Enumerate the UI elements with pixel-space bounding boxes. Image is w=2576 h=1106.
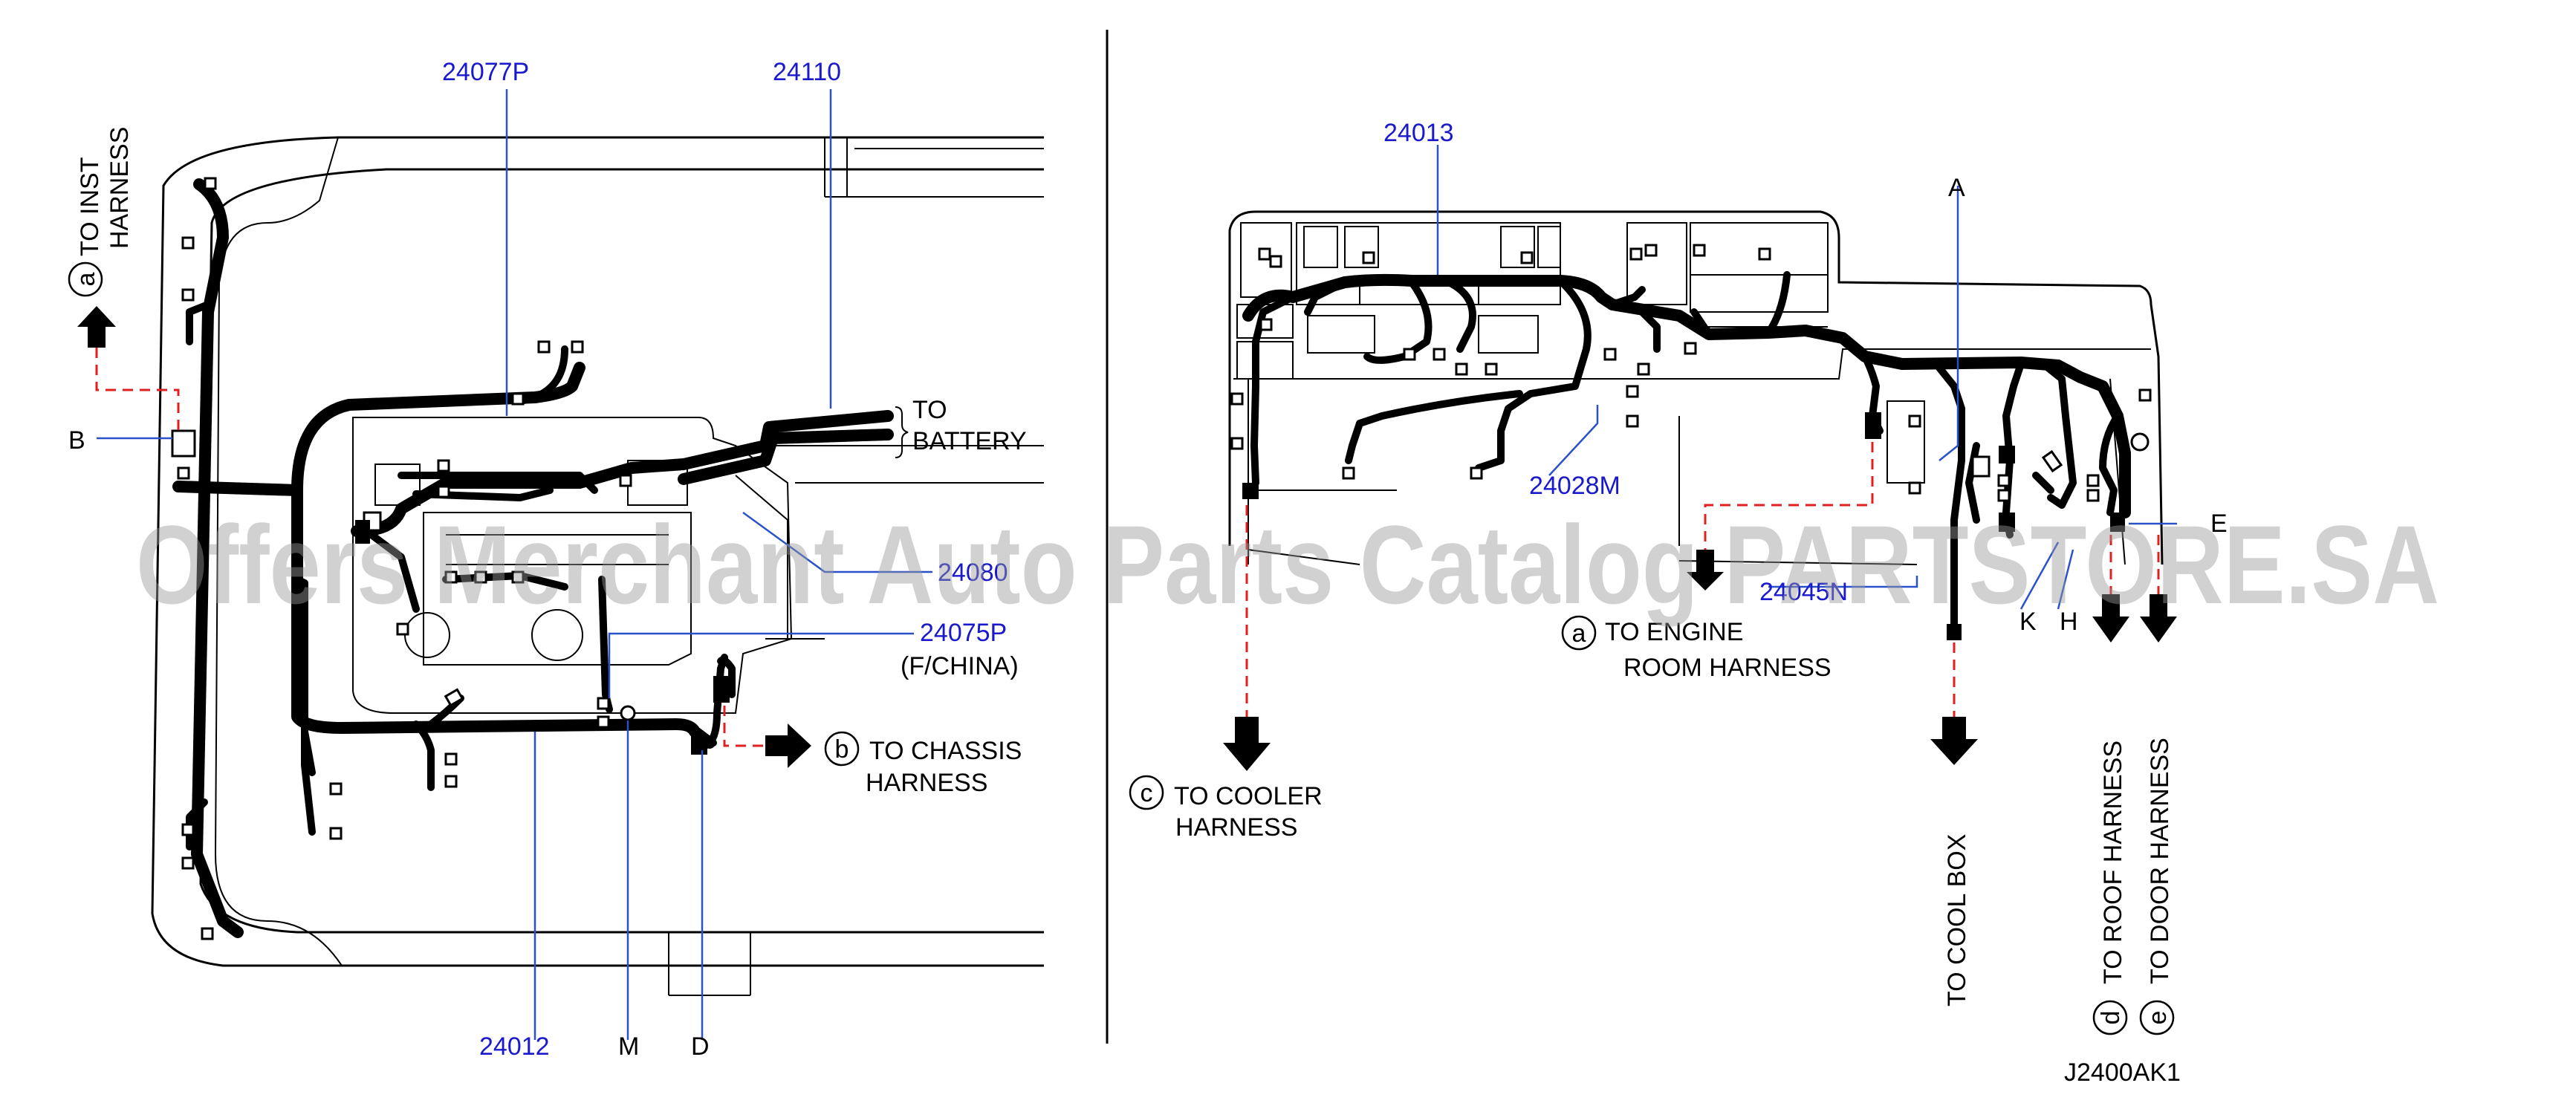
right-view	[1223, 145, 2177, 771]
label-k: K	[2019, 608, 2037, 636]
to-roof-arrow-icon	[2092, 594, 2129, 643]
to-cooler-label-1: TO COOLER	[1174, 782, 1323, 810]
right-routes	[1223, 442, 2177, 771]
part-24075p: 24075P	[920, 619, 1007, 647]
label-e: E	[2210, 510, 2228, 538]
to-inst-label-1: TO INST	[76, 157, 104, 257]
to-roof-label: TO ROOF HARNESS	[2099, 741, 2127, 984]
part-24077p: 24077P	[442, 58, 529, 86]
part-24045n: 24045N	[1759, 578, 1848, 606]
label-b: B	[68, 426, 85, 455]
to-chassis-arrow-icon	[765, 723, 811, 768]
to-inst-label-2: HARNESS	[106, 127, 134, 249]
label-d: D	[691, 1032, 710, 1061]
to-battery-label-2: BATTERY	[912, 427, 1027, 455]
watermark: Offers Merchant Auto Parts Catalog PARTS…	[136, 502, 2439, 627]
to-chassis-label-1: TO CHASSIS	[869, 737, 1022, 765]
to-cool-box-arrow-icon	[1930, 717, 1978, 765]
label-a: A	[1948, 174, 1965, 202]
circle-c: c	[1141, 779, 1153, 807]
diagram-labels: 24077P 24110 TO BATTERY 24080 24075P (F/…	[68, 58, 2228, 1087]
circle-b: b	[835, 735, 849, 764]
circle-a-right: a	[1572, 619, 1586, 648]
to-cool-box-label: TO COOL BOX	[1943, 834, 1971, 1006]
to-chassis-label-2: HARNESS	[866, 769, 987, 797]
to-cooler-label-2: HARNESS	[1175, 813, 1297, 842]
to-inst-arrow-icon	[77, 306, 116, 348]
to-battery-label-1: TO	[912, 396, 947, 424]
part-24110: 24110	[773, 58, 841, 86]
circle-d: d	[2097, 1011, 2125, 1025]
instrument-panel-connectors	[1230, 244, 2152, 640]
part-24012: 24012	[479, 1032, 550, 1061]
part-24080: 24080	[938, 559, 1008, 587]
part-24028m: 24028M	[1529, 472, 1620, 500]
to-engine-label-1: TO ENGINE	[1605, 618, 1743, 646]
to-engine-label-2: ROOM HARNESS	[1623, 654, 1832, 682]
instrument-panel-outline	[1228, 210, 2164, 565]
left-view	[77, 89, 1044, 1040]
drawing-code: J2400AK1	[2064, 1058, 2181, 1087]
instrument-panel-harness	[1242, 271, 2131, 628]
to-door-arrow-icon	[2140, 594, 2177, 643]
circle-a-left: a	[72, 272, 100, 286]
to-door-label: TO DOOR HARNESS	[2146, 738, 2174, 984]
part-24013: 24013	[1383, 119, 1454, 147]
left-routes	[77, 306, 811, 768]
right-leader-lines	[1436, 145, 2177, 610]
left-leader-lines	[97, 89, 932, 1040]
to-engine-room-arrow-icon	[1687, 550, 1724, 591]
label-m: M	[618, 1032, 639, 1061]
circled-references: a b a c d e	[68, 261, 2175, 1035]
engine-room-connectors	[171, 177, 730, 940]
label-h: H	[2060, 608, 2078, 636]
f-china-label: (F/CHINA)	[901, 652, 1019, 680]
to-cooler-arrow-icon	[1223, 717, 1271, 771]
circle-e: e	[2144, 1011, 2172, 1025]
